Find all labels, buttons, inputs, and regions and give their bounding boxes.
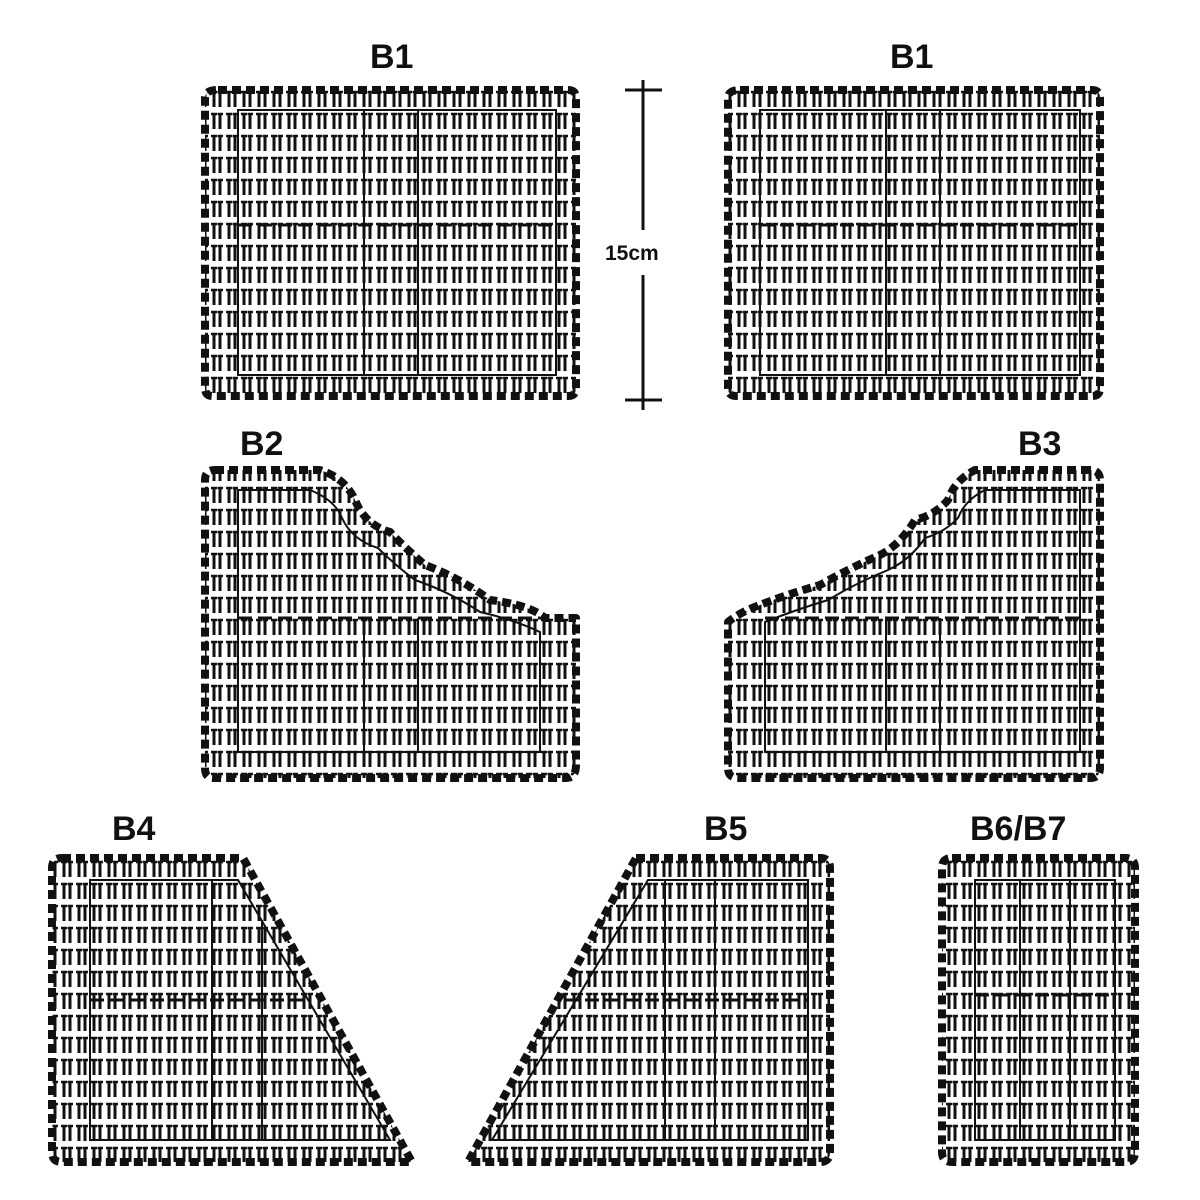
piece-label-b2: B2: [240, 425, 283, 463]
piece-b3: B3: [724, 425, 1104, 782]
piece-b4: B4: [48, 810, 416, 1166]
piece-b5: B5: [464, 810, 834, 1166]
piece-label-b1-right: B1: [890, 38, 933, 76]
piece-label-b5: B5: [704, 810, 747, 848]
piece-outline-b6-b7: [938, 854, 1139, 1166]
dimension-label: 15cm: [605, 242, 659, 265]
piece-outline-b3: [724, 466, 1104, 782]
piece-outline-b2: [201, 466, 580, 782]
dimension-marker: 15cm: [605, 80, 662, 410]
piece-outline-b1-right: [724, 86, 1104, 400]
piece-outline-b5: [464, 854, 834, 1166]
piece-outline-b1-left: [201, 86, 580, 400]
piece-b1-left: B1: [201, 38, 580, 400]
piece-b1-right: B1: [724, 38, 1104, 400]
piece-label-b1-left: B1: [370, 38, 413, 76]
piece-label-b3: B3: [1018, 425, 1061, 463]
piece-outline-b4: [48, 854, 416, 1166]
piece-b6-b7: B6/B7: [938, 810, 1139, 1166]
piece-b2: B2: [201, 425, 580, 782]
piece-label-b4: B4: [112, 810, 156, 848]
piece-label-b6-b7: B6/B7: [970, 810, 1066, 848]
